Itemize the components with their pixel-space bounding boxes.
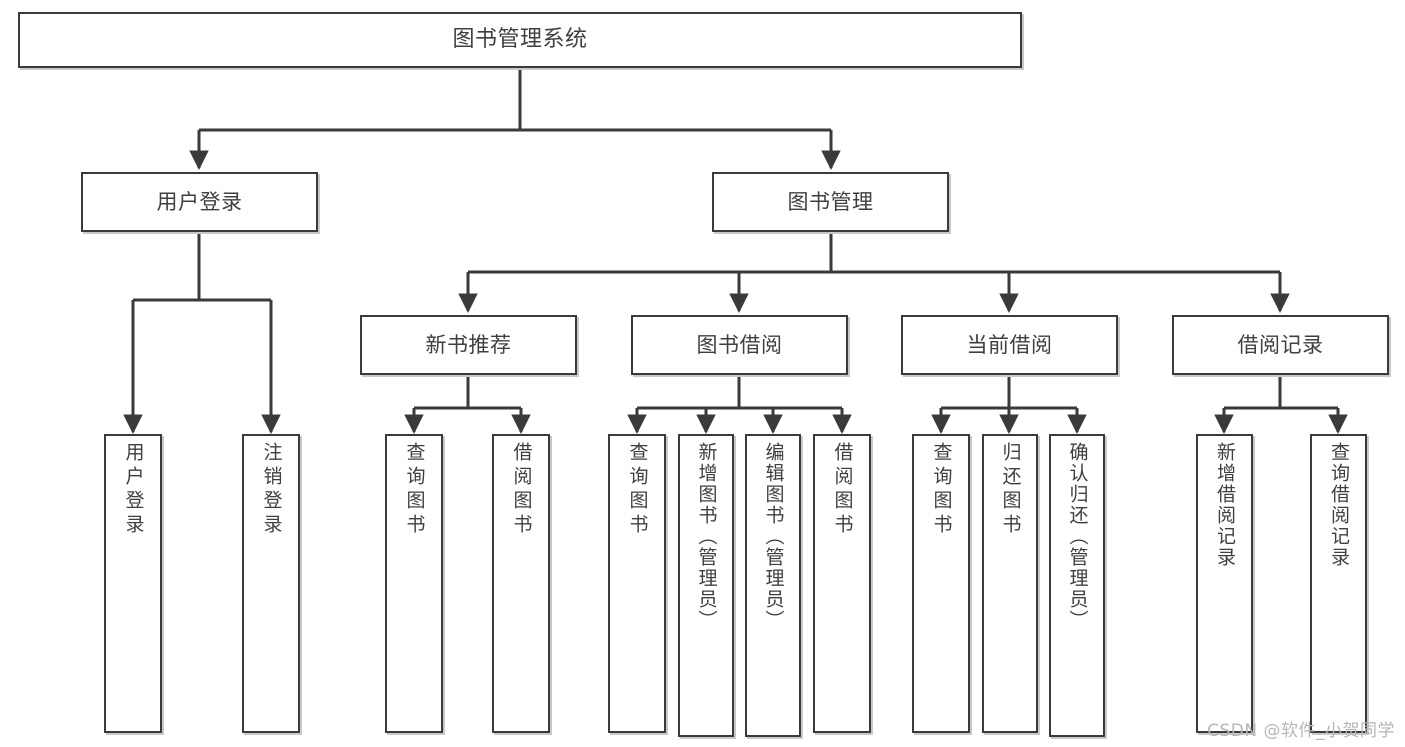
leaf-user-login[interactable]: 用户登录 xyxy=(104,434,162,733)
leaf-confirm-return-admin-label: 确认归还（管理员） xyxy=(1066,442,1089,631)
leaf-return-book[interactable]: 归还图书 xyxy=(982,434,1038,733)
leaf-borrow-book-newbook-label: 借阅图书 xyxy=(510,442,533,538)
node-book-management-label: 图书管理 xyxy=(787,189,874,214)
leaf-query-borrow-record-label: 查询借阅记录 xyxy=(1328,442,1350,568)
leaf-query-book-newbook[interactable]: 查询图书 xyxy=(385,434,443,733)
leaf-logout-label: 注销登录 xyxy=(260,442,283,538)
node-borrow-record-label: 借阅记录 xyxy=(1237,332,1324,357)
leaf-borrow-book-borrow-label: 借阅图书 xyxy=(831,442,854,538)
leaf-add-borrow-record-label: 新增借阅记录 xyxy=(1214,442,1236,568)
leaf-borrow-book-newbook[interactable]: 借阅图书 xyxy=(492,434,550,733)
node-root[interactable]: 图书管理系统 xyxy=(18,12,1022,68)
leaf-edit-book-admin[interactable]: 编辑图书（管理员） xyxy=(745,434,801,737)
node-current-borrow[interactable]: 当前借阅 xyxy=(901,315,1118,375)
csdn-watermark: CSDN @软件_小贺同学 xyxy=(1207,721,1395,741)
leaf-query-book-current-label: 查询图书 xyxy=(930,442,953,538)
node-root-label: 图书管理系统 xyxy=(452,27,588,53)
node-user-login-label: 用户登录 xyxy=(156,189,243,214)
node-borrow-record[interactable]: 借阅记录 xyxy=(1172,315,1389,375)
leaf-query-borrow-record[interactable]: 查询借阅记录 xyxy=(1310,434,1367,733)
leaf-user-login-label: 用户登录 xyxy=(122,442,145,538)
leaf-query-book-borrow-label: 查询图书 xyxy=(626,442,649,538)
node-current-borrow-label: 当前借阅 xyxy=(966,332,1053,357)
node-new-book-recommend-label: 新书推荐 xyxy=(425,332,512,357)
leaf-add-book-admin[interactable]: 新增图书（管理员） xyxy=(678,434,734,737)
leaf-borrow-book-borrow[interactable]: 借阅图书 xyxy=(813,434,871,733)
node-book-management[interactable]: 图书管理 xyxy=(712,172,949,232)
node-new-book-recommend[interactable]: 新书推荐 xyxy=(360,315,577,375)
node-book-borrow-label: 图书借阅 xyxy=(696,332,783,357)
leaf-return-book-label: 归还图书 xyxy=(999,442,1022,538)
leaf-add-book-admin-label: 新增图书（管理员） xyxy=(695,442,718,631)
leaf-logout[interactable]: 注销登录 xyxy=(242,434,300,733)
leaf-query-book-borrow[interactable]: 查询图书 xyxy=(608,434,666,733)
leaf-edit-book-admin-label: 编辑图书（管理员） xyxy=(762,442,785,631)
node-book-borrow[interactable]: 图书借阅 xyxy=(631,315,848,375)
leaf-confirm-return-admin[interactable]: 确认归还（管理员） xyxy=(1049,434,1105,737)
leaf-query-book-newbook-label: 查询图书 xyxy=(403,442,426,538)
leaf-add-borrow-record[interactable]: 新增借阅记录 xyxy=(1196,434,1253,733)
leaf-query-book-current[interactable]: 查询图书 xyxy=(912,434,970,733)
node-user-login[interactable]: 用户登录 xyxy=(81,172,318,232)
